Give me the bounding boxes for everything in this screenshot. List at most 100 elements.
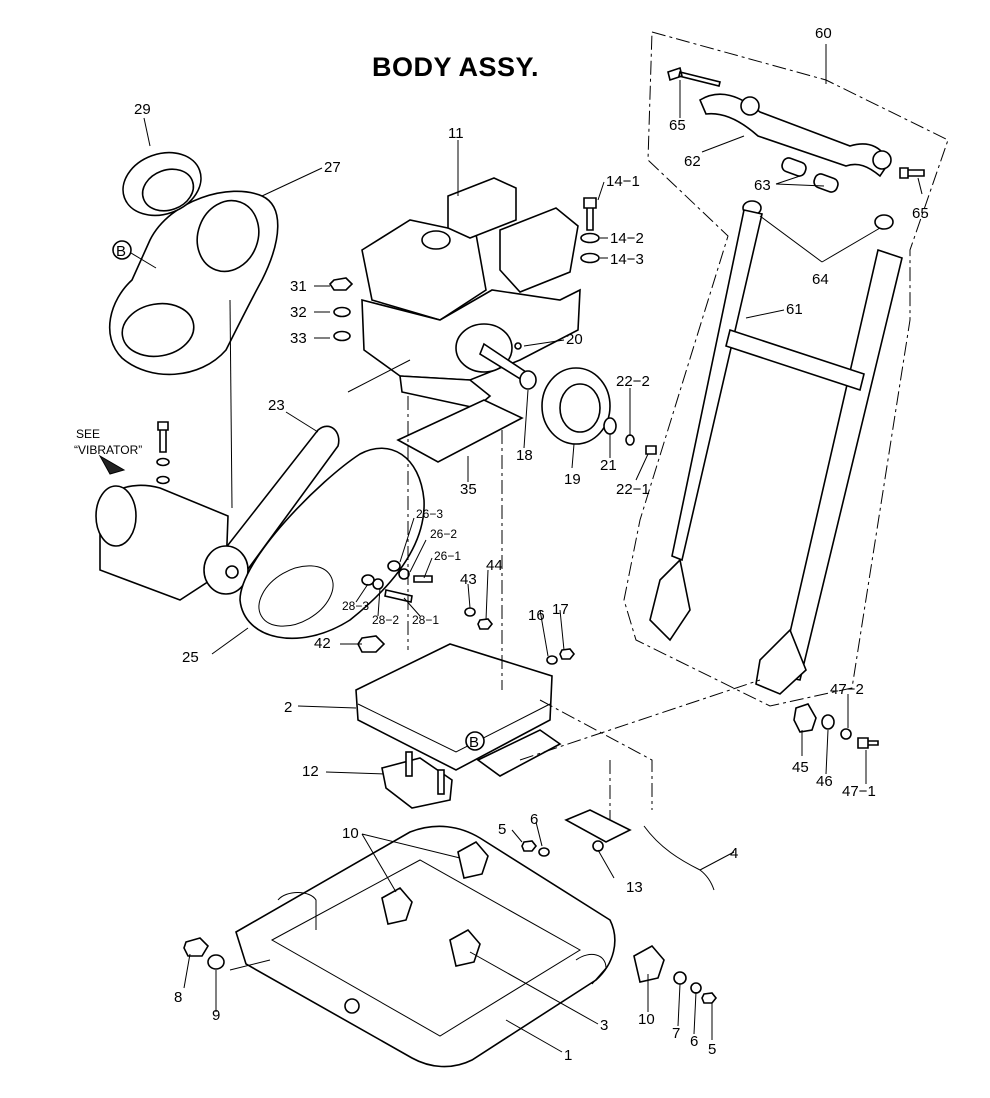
callout-63: 63: [754, 177, 771, 194]
callout-61: 61: [786, 301, 803, 318]
washer-9: [207, 954, 225, 970]
callout-28-3: 28−3: [342, 599, 369, 613]
screw-20: [514, 342, 522, 350]
callout-33: 33: [290, 330, 307, 347]
callout-labels: 60 65 65 62 63 64 61 29 27 11 14−1 14−2 …: [134, 25, 929, 1064]
bolt-65-left: [667, 66, 721, 87]
callout-22-2: 22−2: [616, 373, 650, 390]
nut-44: [477, 618, 494, 630]
callout-60: 60: [815, 25, 832, 42]
callout-29: 29: [134, 101, 151, 118]
callout-44: 44: [486, 557, 503, 574]
callout-28-2: 28−2: [372, 613, 399, 627]
drain-plug-8: [183, 937, 210, 957]
callout-65-right: 65: [912, 205, 929, 222]
engine-bracket: [355, 643, 553, 771]
bolt-22-1: [645, 445, 657, 455]
bushing-63-a: [781, 157, 807, 177]
callout-26-1: 26−1: [434, 549, 461, 563]
rubber-mount-12: [381, 757, 453, 809]
ref-marker-b-upper: [112, 240, 132, 260]
engine-muffler: [499, 207, 579, 293]
nut-31: [328, 277, 354, 291]
belt-cover-upper-window: [196, 199, 260, 273]
key-18: [519, 370, 537, 390]
assembly-leader-a: [407, 396, 503, 690]
callout-27: 27: [324, 159, 341, 176]
see-note: SEE: [76, 427, 100, 441]
washer-26-3: [387, 560, 401, 572]
handle-foot-right: [755, 628, 807, 695]
nut-5-lower: [701, 992, 718, 1004]
vibrator-washer-b: [156, 475, 170, 485]
washer-21: [603, 417, 617, 435]
engine-bolt-14-1: [583, 197, 597, 231]
callout-31: 31: [290, 278, 307, 295]
engine-fuel-tank: [361, 219, 487, 321]
bracket-13: [564, 809, 632, 843]
belt-guard: [239, 447, 425, 640]
callout-12: 12: [302, 763, 319, 780]
callout-3: 3: [600, 1017, 608, 1034]
rubber-mount-10-a: [457, 840, 489, 879]
callout-20: 20: [566, 331, 583, 348]
fuel-cap: [421, 230, 451, 250]
engine-plate: [396, 399, 524, 463]
bushing-63-b: [813, 173, 839, 193]
callout-18: 18: [516, 447, 533, 464]
callout-17: 17: [552, 601, 569, 618]
callout-14-2: 14−2: [610, 230, 644, 247]
vibrator-washer-a: [156, 457, 170, 467]
washer-28-2: [372, 578, 384, 590]
bracket-tab-right: [476, 729, 562, 777]
base-plate-handle-left: [277, 892, 317, 930]
diagram-title: BODY ASSY.: [372, 52, 540, 82]
callout-6-top: 6: [530, 811, 538, 828]
base-plate-hole: [344, 998, 360, 1014]
base-plate-inner: [270, 859, 581, 1037]
engine-washer-14-2: [580, 232, 600, 244]
see-vibrator-arrow: [98, 454, 126, 475]
washer-32: [333, 306, 351, 318]
rubber-45: [793, 703, 817, 733]
callout-62: 62: [684, 153, 701, 170]
washer-46: [821, 714, 835, 730]
handle-frame-right-tube: [779, 248, 903, 681]
rubber-mount-10-c: [449, 928, 481, 967]
callout-64: 64: [812, 271, 829, 288]
handle-mount-left: [740, 96, 760, 116]
callout-35: 35: [460, 481, 477, 498]
callout-9: 9: [212, 1007, 220, 1024]
washer-28-3: [361, 574, 375, 586]
callout-47-2: 47−2: [830, 681, 864, 698]
nut-17: [559, 648, 576, 660]
vibrator-bolt: [157, 421, 169, 453]
handle-foot-left: [649, 558, 691, 642]
handle-frame-left-tube: [671, 209, 763, 562]
washer-43: [464, 607, 476, 617]
callout-25: 25: [182, 649, 199, 666]
callout-2: 2: [284, 699, 292, 716]
callout-1: 1: [564, 1047, 572, 1064]
handle-mount-right: [872, 150, 892, 170]
washer-26-2: [398, 568, 410, 580]
handle-crossbar: [725, 328, 865, 392]
callout-42: 42: [314, 635, 331, 652]
callout-5-top: 5: [498, 821, 506, 838]
belt-guard-rim: [258, 565, 334, 627]
callout-23: 23: [268, 397, 285, 414]
callout-22-1: 22−1: [616, 481, 650, 498]
handle-collar-right: [874, 214, 894, 230]
callout-6-bottom: 6: [690, 1033, 698, 1050]
callout-7: 7: [672, 1025, 680, 1042]
clutch-pulley-hub: [559, 383, 601, 433]
cable-4: [643, 825, 715, 891]
handle-assembly-boundary: [623, 31, 949, 707]
bolt-26-1: [413, 575, 433, 583]
washer-16: [546, 655, 558, 665]
rubber-mount-10-b: [381, 886, 413, 925]
engine-air-cleaner: [447, 177, 517, 239]
callout-11: 11: [448, 125, 464, 142]
